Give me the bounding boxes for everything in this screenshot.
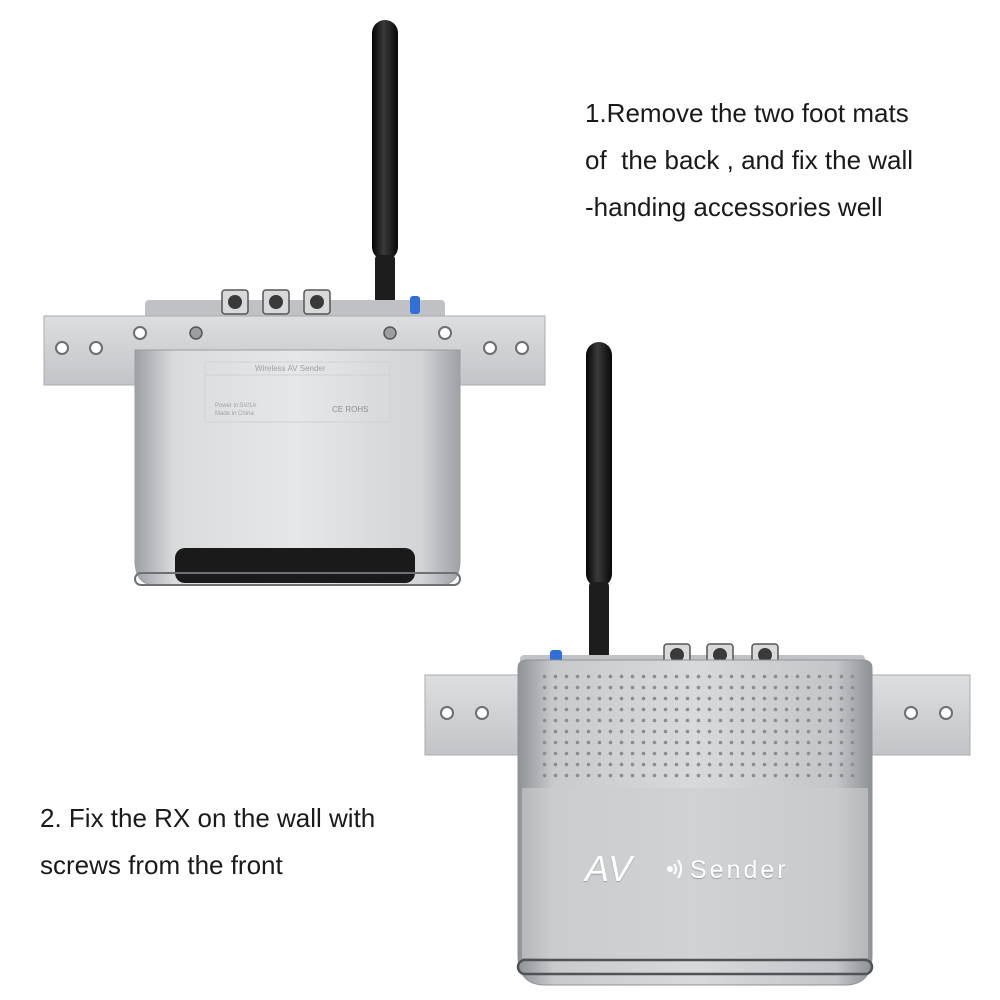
screw-hole: [89, 341, 103, 355]
vent-grille: [535, 672, 855, 784]
label-made: Made in China: [215, 411, 254, 417]
wireless-signal-icon: [667, 859, 682, 879]
step-1-line: of the back , and fix the wall: [585, 145, 914, 175]
label-title: Wireless AV Sender: [255, 364, 326, 373]
step-1-instruction: 1.Remove the two foot mats of the back ,…: [585, 90, 985, 231]
front-panel: [522, 788, 868, 958]
label-power: Power in:5V/1A: [215, 403, 257, 409]
rca-connector: [303, 289, 331, 315]
product-label: [204, 361, 391, 423]
screw: [189, 326, 203, 340]
step-2-line: screws from the front: [40, 850, 283, 880]
screw-hole: [515, 341, 529, 355]
antenna: [586, 342, 612, 660]
label-marks: CE ROHS: [332, 405, 369, 414]
screw-hole: [440, 706, 454, 720]
wall-bracket-left: [424, 674, 526, 756]
bottom-trim: [516, 958, 874, 976]
foot-mat: [175, 548, 415, 583]
step-2-line: 2. Fix the RX on the wall with: [40, 803, 376, 833]
screw-hole: [904, 706, 918, 720]
top-panel: [145, 300, 445, 320]
screw-hole: [483, 341, 497, 355]
rca-connector: [262, 289, 290, 315]
screw-hole: [438, 326, 452, 340]
screw: [383, 326, 397, 340]
logo-sender: Sender: [690, 856, 789, 884]
step-1-line: 1.Remove the two foot mats: [585, 98, 909, 128]
step-1-line: -handing accessories well: [585, 192, 883, 222]
channel-button: [410, 296, 420, 314]
bottom-trim: [134, 572, 461, 586]
logo-av: AV: [585, 848, 634, 889]
rca-connector: [221, 289, 249, 315]
screw-hole: [939, 706, 953, 720]
screw-hole: [133, 326, 147, 340]
step-2-instruction: 2. Fix the RX on the wall with screws fr…: [40, 795, 430, 889]
screw-hole: [475, 706, 489, 720]
antenna: [372, 20, 398, 310]
screw-hole: [55, 341, 69, 355]
